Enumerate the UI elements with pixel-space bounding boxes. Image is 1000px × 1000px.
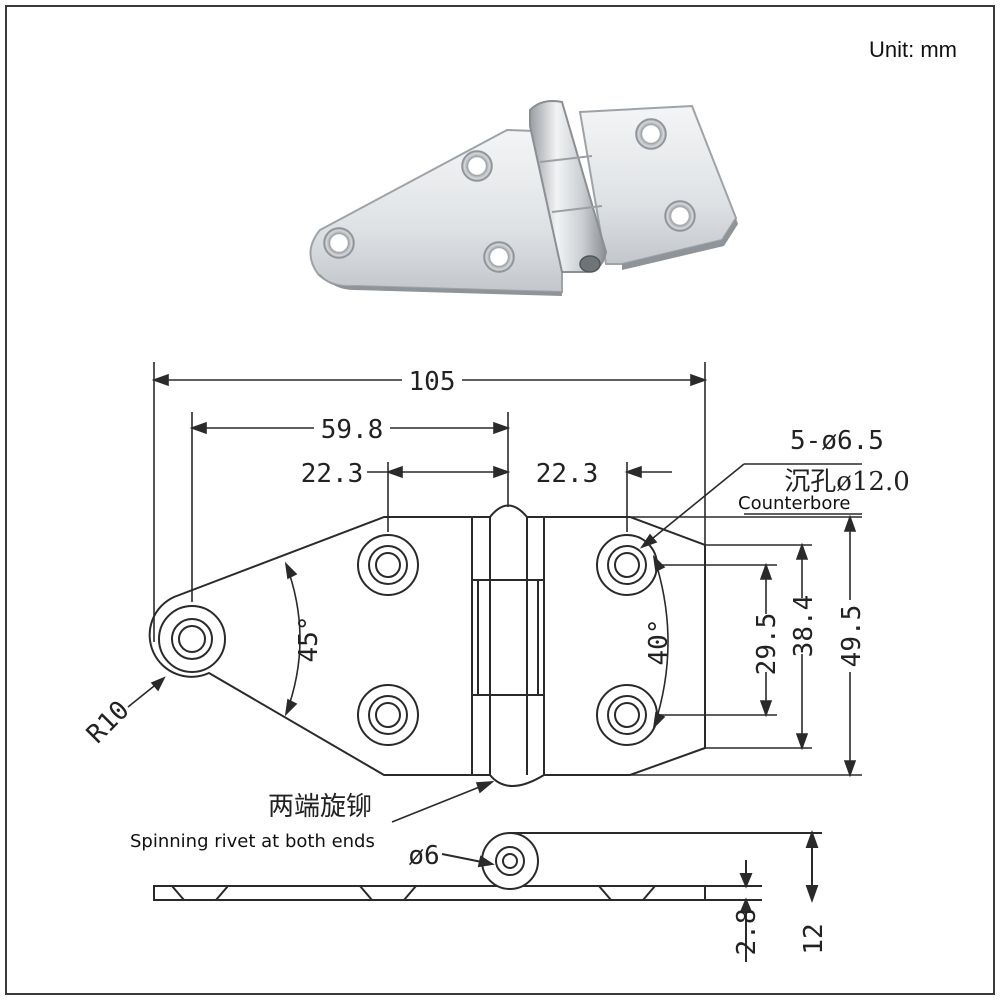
photo-rivet [579, 255, 601, 273]
photo-hole [483, 241, 515, 273]
side-plate [153, 885, 706, 901]
dim-knuckle-height: 12 [799, 923, 829, 954]
dim-hole-spacing-inner: 29.5 [752, 613, 782, 676]
side-view [153, 830, 822, 962]
dimension-lines [127, 362, 862, 823]
rivet-note-en: Spinning rivet at both ends [130, 831, 375, 852]
counterbore-holes [158, 534, 658, 746]
right-leaf-outline [544, 516, 706, 776]
photo-left-leaf-edge [318, 274, 562, 296]
dim-right-angle: 40° [644, 619, 674, 666]
dim-plate-thickness: 2.8 [732, 909, 762, 956]
hinge-technical-drawing: 105 59.8 22.3 22.3 5-ø6.5 沉孔ø12.0 Counte… [81, 100, 910, 962]
unit-label: Unit: mm [869, 37, 957, 62]
photo-knuckle [529, 100, 608, 273]
dim-right-hole-offset: 22.3 [536, 459, 599, 489]
dim-counterbore-en: Counterbore [738, 493, 850, 514]
photo-hole [635, 118, 667, 150]
hole-pivot [158, 605, 226, 673]
dim-hole-spacing-outer: 38.4 [789, 595, 819, 658]
dim-counterbore-cn: 沉孔ø12.0 [784, 467, 910, 497]
front-view [148, 504, 706, 787]
dim-radius: R10 [81, 695, 135, 749]
hinge-photo [309, 100, 738, 296]
photo-left-leaf [309, 128, 563, 294]
drawing-frame: Unit: mm [5, 5, 995, 995]
dim-left-angle: 45° [294, 616, 324, 663]
dim-overall-height: 49.5 [837, 605, 867, 668]
dim-left-hole-offset: 22.3 [301, 459, 364, 489]
photo-hole [664, 200, 696, 232]
dim-pivot-to-axis: 59.8 [321, 415, 384, 445]
hole-right-bottom [596, 684, 658, 746]
hole-left-top [357, 534, 419, 596]
dim-overall-length: 105 [409, 367, 456, 397]
side-knuckle [481, 832, 539, 890]
photo-holes [323, 118, 696, 273]
dim-pin-diameter: ø6 [408, 841, 439, 871]
dimension-labels: 105 59.8 22.3 22.3 5-ø6.5 沉孔ø12.0 Counte… [81, 366, 910, 955]
knuckle-outline [471, 504, 545, 787]
photo-hole [323, 227, 355, 259]
dim-hole-spec: 5-ø6.5 [790, 426, 884, 456]
photo-right-leaf-edge [622, 218, 738, 270]
hole-left-bottom [357, 684, 419, 746]
rivet-note-cn: 两端旋铆 [268, 792, 372, 822]
photo-hole [461, 150, 493, 182]
left-leaf-outline [148, 516, 473, 776]
